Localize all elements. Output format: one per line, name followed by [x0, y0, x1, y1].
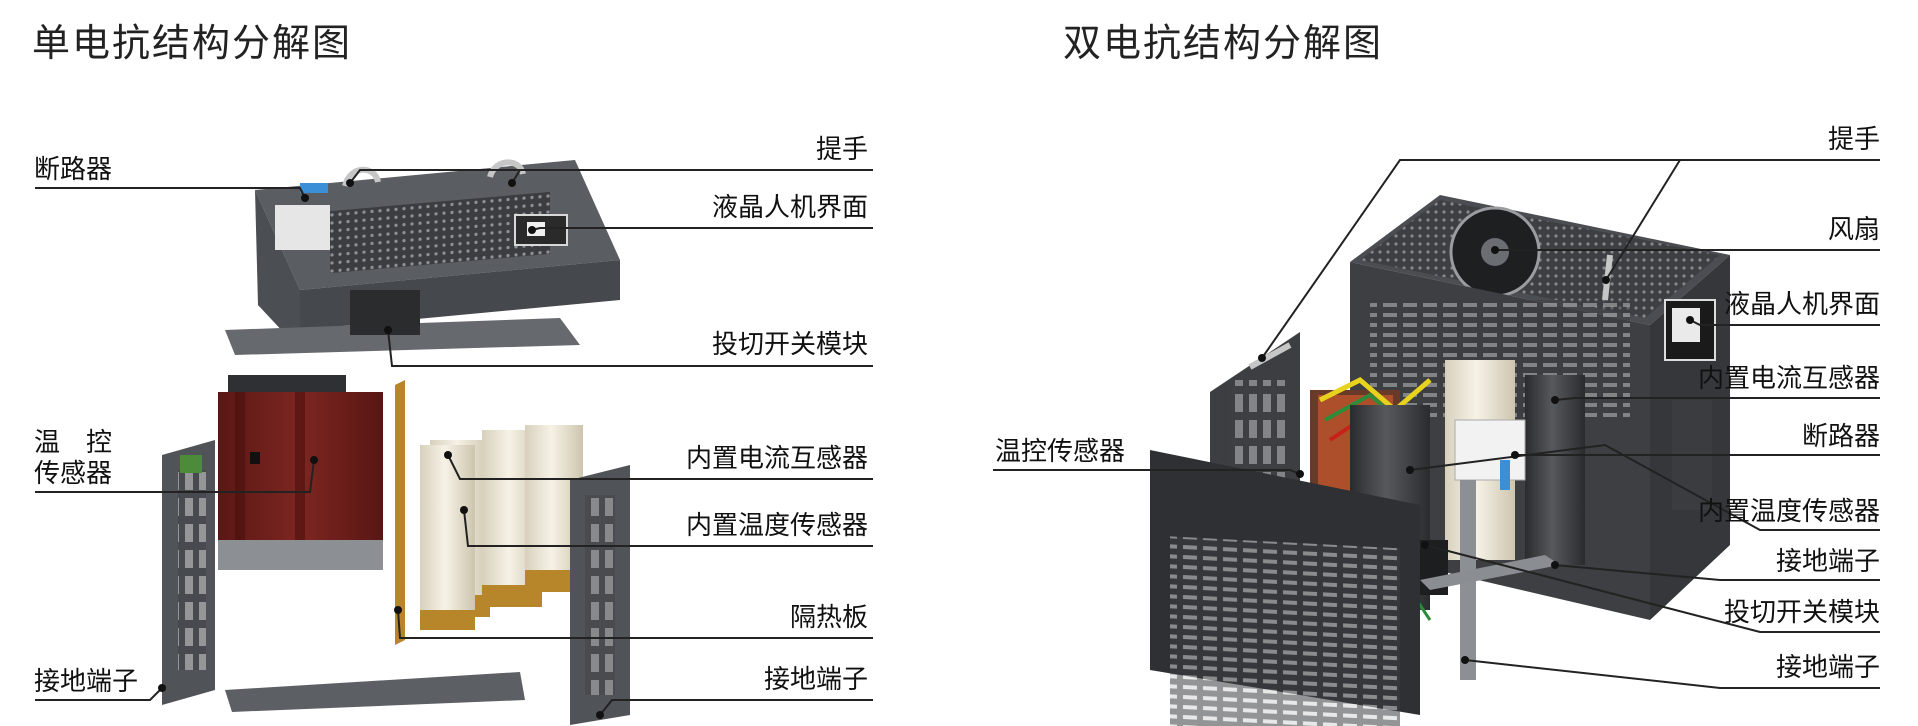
left-top-chassis: [225, 159, 620, 355]
label-right-lcd: 液晶人机界面: [1723, 290, 1880, 320]
label-left-temp-sensor-line2: 传感器: [34, 459, 113, 489]
label-left-ground-terminal: 接地端子: [34, 667, 139, 697]
label-left-breaker: 断路器: [34, 155, 113, 185]
label-right-switch-module: 投切开关模块: [1723, 598, 1880, 628]
label-right-current-transformer: 内置电流互感器: [1697, 364, 1880, 394]
label-left-lcd: 液晶人机界面: [711, 193, 868, 223]
label-left-handle: 提手: [815, 135, 868, 165]
left-reactor-assembly: [218, 375, 583, 645]
label-left-temp-sensor-line1: 温 控: [34, 428, 113, 458]
left-title: 单电抗结构分解图: [32, 21, 353, 65]
label-right-inner-temp-sensor: 内置温度传感器: [1697, 497, 1880, 527]
label-right-handle: 提手: [1827, 125, 1880, 155]
right-cabinet: [1150, 195, 1730, 726]
left-leader-dots: [158, 179, 604, 719]
label-right-breaker: 断路器: [1801, 422, 1880, 452]
left-side-panels: [162, 440, 630, 725]
left-leader-lines: [35, 169, 873, 716]
label-right-ground-terminal-2: 接地端子: [1775, 653, 1880, 683]
right-leader-lines: [993, 159, 1880, 689]
label-left-insulation-board: 隔热板: [789, 603, 868, 633]
right-leader-dots: [1258, 246, 1694, 664]
right-title: 双电抗结构分解图: [1063, 21, 1384, 65]
label-left-current-transformer: 内置电流互感器: [685, 444, 868, 474]
label-left-ground-terminal-right: 接地端子: [763, 665, 868, 695]
label-left-switch-module: 投切开关模块: [711, 330, 868, 360]
label-right-temp-sensor: 温控传感器: [995, 437, 1126, 467]
label-right-fan: 风扇: [1827, 215, 1880, 245]
label-right-ground-terminal-1: 接地端子: [1775, 547, 1880, 577]
label-left-inner-temp-sensor: 内置温度传感器: [685, 511, 868, 541]
